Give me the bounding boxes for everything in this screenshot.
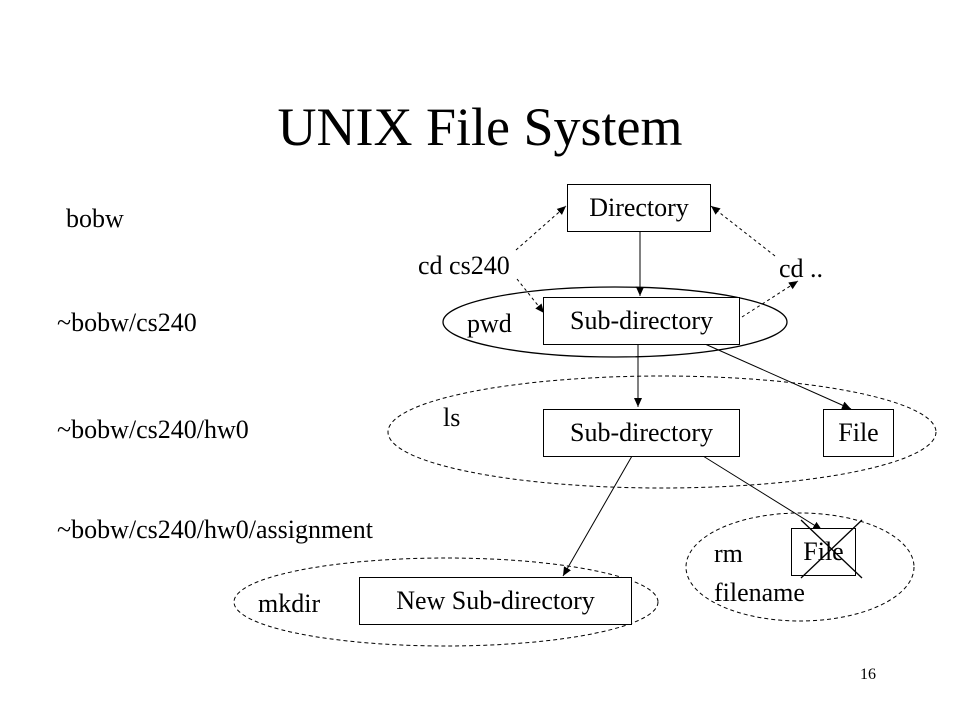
node-new-subdir: New Sub-directory — [359, 577, 632, 625]
path-hw0: ~bobw/cs240/hw0 — [57, 415, 249, 444]
node-subdir-current: Sub-directory — [543, 297, 740, 345]
node-directory: Directory — [567, 184, 711, 232]
arrow-subdir-to-file — [704, 343, 852, 410]
path-cs240: ~bobw/cs240 — [57, 308, 197, 337]
arrow-cd-up-to-directory — [710, 205, 776, 257]
arrow-subdir-to-cd-up — [741, 280, 799, 318]
arrow-subdir-to-file-removed — [702, 455, 823, 531]
arrow-cd-cs240-to-subdir — [516, 278, 545, 314]
mkdir-ellipse — [233, 557, 659, 647]
path-home: bobw — [66, 204, 124, 233]
node-subdir-hw0: Sub-directory — [543, 409, 740, 457]
cmd-rm: rm — [714, 539, 743, 568]
cmd-ls: ls — [443, 403, 461, 432]
pwd-ellipse — [442, 286, 788, 358]
cmd-cd-up: cd .. — [779, 254, 824, 283]
node-file: File — [823, 409, 894, 457]
cmd-rm-filename: filename — [714, 578, 805, 607]
cmd-mkdir: mkdir — [258, 589, 321, 618]
ls-ellipse — [387, 375, 937, 489]
cmd-cd-cs240: cd cs240 — [418, 251, 510, 280]
arrow-cd-cs240-to-directory — [515, 205, 567, 251]
arrow-subdir-to-new-subdir — [562, 455, 633, 577]
page-number: 16 — [860, 666, 876, 683]
cmd-pwd: pwd — [467, 309, 512, 338]
slide-title: UNIX File System — [277, 97, 683, 157]
rm-ellipse — [685, 512, 915, 622]
path-assignment: ~bobw/cs240/hw0/assignment — [57, 515, 373, 544]
